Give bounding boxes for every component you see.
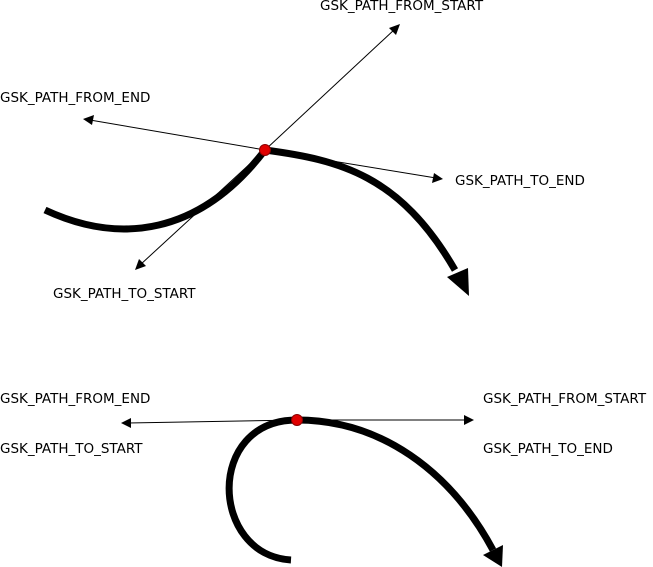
to-end-vector <box>264 149 437 179</box>
to-end-arrowhead-icon <box>432 173 443 183</box>
from-end-vector <box>127 419 298 424</box>
from-start-vector <box>264 28 396 151</box>
label-from-end: GSK_PATH_FROM_END <box>0 391 150 407</box>
from-start-arrowhead-icon <box>464 415 474 425</box>
from-end-vector <box>89 119 266 151</box>
path-point-marker <box>291 414 303 426</box>
label-from-start: GSK_PATH_FROM_START <box>320 0 484 14</box>
from-end-arrowhead-icon <box>83 115 94 125</box>
label-to-end: GSK_PATH_TO_END <box>483 441 613 457</box>
path-curve <box>225 416 497 564</box>
to-start-arrowhead-icon <box>135 259 146 270</box>
label-to-end: GSK_PATH_TO_END <box>455 173 585 189</box>
label-from-start: GSK_PATH_FROM_START <box>483 391 647 407</box>
curve-arrowhead <box>447 268 469 296</box>
path-point-marker <box>259 144 271 156</box>
to-start-vector <box>139 149 266 266</box>
from-end-arrowhead-icon <box>121 418 131 428</box>
label-to-start: GSK_PATH_TO_START <box>0 441 143 457</box>
diagram-bottom: GSK_PATH_FROM_END GSK_PATH_TO_START GSK_… <box>0 391 647 567</box>
label-from-end: GSK_PATH_FROM_END <box>0 90 150 106</box>
from-start-arrowhead-icon <box>389 24 400 35</box>
path-curve <box>43 146 459 272</box>
label-to-start: GSK_PATH_TO_START <box>53 286 196 302</box>
diagram-top: GSK_PATH_FROM_START GSK_PATH_FROM_END GS… <box>0 0 585 302</box>
curve-arrowhead <box>483 545 503 567</box>
